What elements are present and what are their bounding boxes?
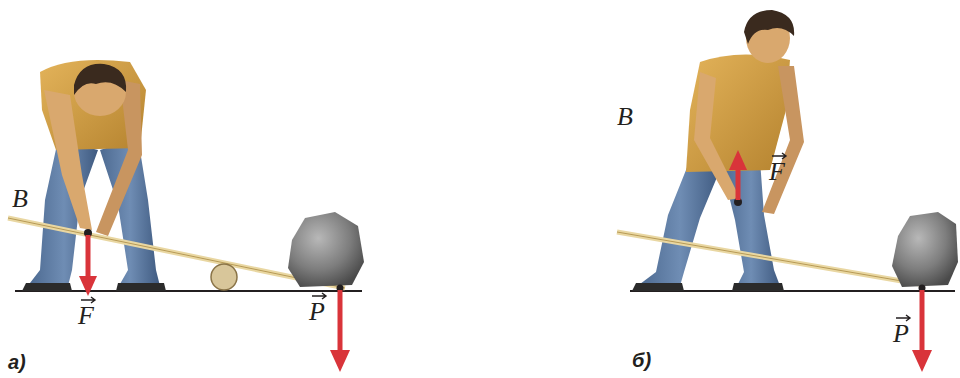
hair	[74, 64, 126, 95]
shoe	[116, 283, 166, 291]
rock	[288, 212, 364, 287]
arrow-head	[729, 150, 747, 170]
hair	[744, 10, 794, 44]
force-arrow	[736, 168, 741, 200]
point-label: B	[617, 104, 633, 130]
shoe	[732, 283, 784, 291]
arrow-head	[912, 350, 932, 372]
panel-label: б)	[632, 350, 651, 370]
arm	[694, 72, 740, 200]
arrow-head	[330, 350, 350, 372]
shoe	[22, 283, 72, 291]
force-label: F	[769, 159, 785, 185]
weight-arrow	[920, 290, 925, 352]
arrow-head	[79, 276, 97, 296]
force-label: F	[78, 303, 94, 329]
shoe	[632, 283, 684, 291]
force-label: P	[893, 321, 909, 347]
panel-label: а)	[8, 352, 26, 372]
weight-arrow	[338, 290, 343, 352]
point-label: B	[12, 186, 28, 212]
lever-edge	[617, 232, 925, 285]
arm	[762, 66, 804, 214]
leg	[640, 160, 720, 286]
lever-bar	[617, 232, 925, 285]
force-label: P	[309, 299, 325, 325]
force-arrow	[86, 235, 91, 278]
rock	[892, 212, 958, 287]
fulcrum-log	[211, 264, 237, 290]
